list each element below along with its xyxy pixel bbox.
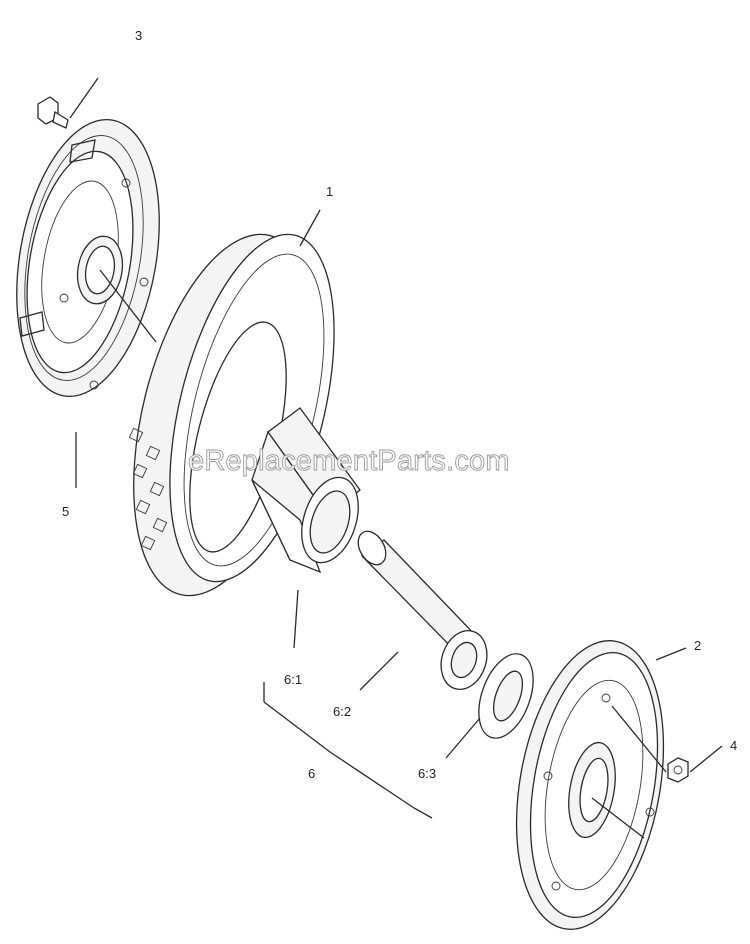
callout-6-1: 6:1 <box>284 672 302 687</box>
leader-lines <box>69 77 723 839</box>
callout-2: 2 <box>694 638 701 653</box>
tire-tread <box>128 427 168 551</box>
callout-6-2: 6:2 <box>333 704 351 719</box>
part-6-2-spacer-tube <box>357 530 488 690</box>
callout-1: 1 <box>326 184 333 199</box>
callout-6-3: 6:3 <box>418 766 436 781</box>
part-6-3-bearing <box>478 653 534 739</box>
part-3-bolt <box>37 96 69 129</box>
part-5-hub-half <box>16 118 160 398</box>
callout-labels: 3 1 5 6:1 6:2 6 6:3 2 4 <box>62 28 737 781</box>
part-6-1-hub-body <box>251 407 361 574</box>
callout-6: 6 <box>308 766 315 781</box>
part-4-nut <box>667 757 689 783</box>
callout-4: 4 <box>730 738 737 753</box>
callout-3: 3 <box>135 28 142 43</box>
callout-5: 5 <box>62 504 69 519</box>
watermark-text: eReplacementParts.com <box>188 445 510 477</box>
part-2-hub-half <box>515 640 665 930</box>
